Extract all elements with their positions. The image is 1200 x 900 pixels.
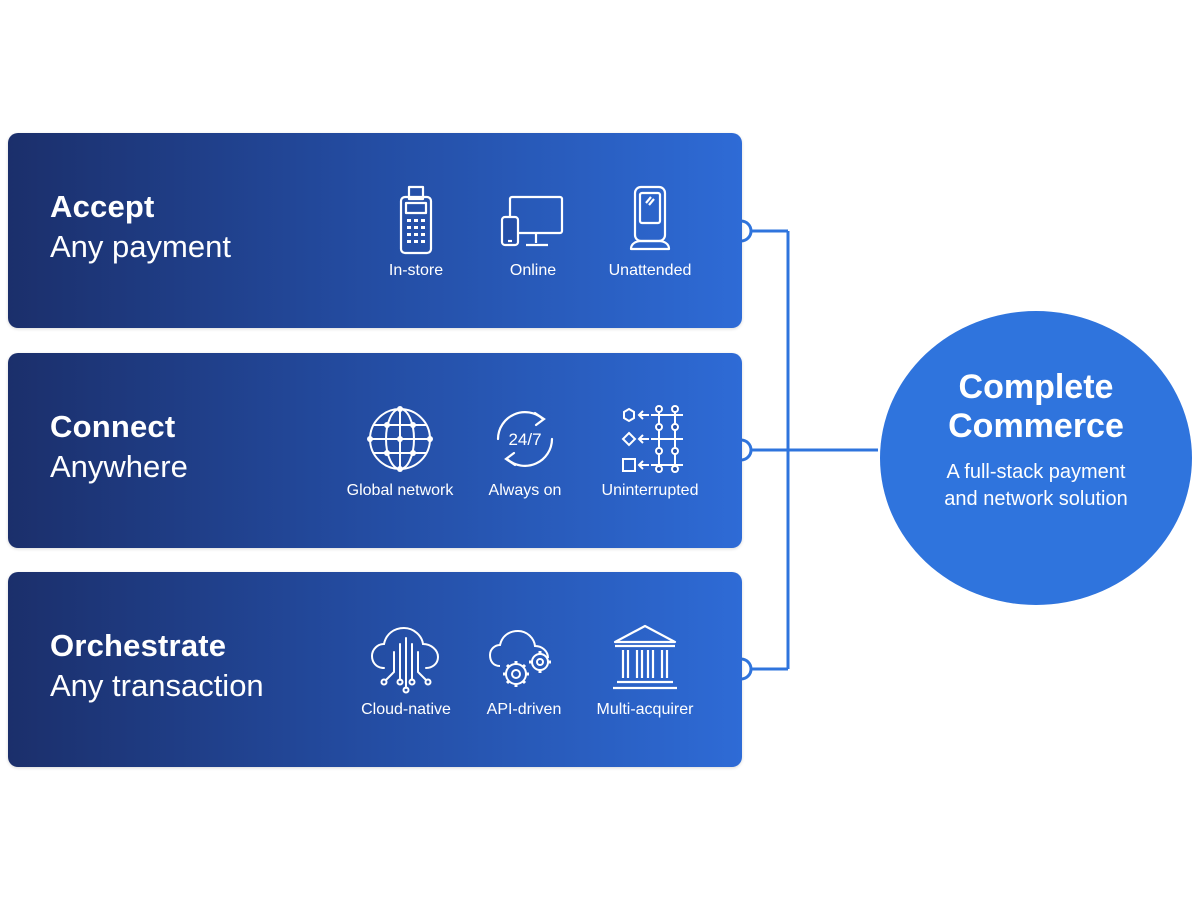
panel-title: Connect (50, 409, 176, 444)
feature-label: Cloud-native (361, 701, 451, 718)
hub-subtitle: A full-stack payment and network solutio… (880, 459, 1192, 513)
always-on-text: 24/7 (508, 430, 541, 449)
always-on-247-icon: 24/7 (496, 411, 554, 467)
panel-title: Orchestrate (50, 628, 227, 663)
bank-icon (613, 624, 677, 690)
cloud-circuit-icon (370, 626, 440, 694)
panel-subtitle: Anywhere (50, 449, 188, 484)
hub-title: Complete Commerce (880, 368, 1192, 446)
complete-commerce-hub: Complete Commerce A full-stack payment a… (880, 311, 1192, 605)
feature-label: Online (509, 262, 557, 279)
feature-label: Uninterrupted (601, 482, 699, 499)
feature-online: Online (463, 183, 603, 280)
panel-subtitle: Any transaction (50, 668, 264, 703)
hub-title-line2: Commerce (948, 407, 1124, 445)
pos-terminal-icon (399, 185, 433, 255)
feature-unattended: Unattended (580, 183, 720, 280)
panel-subtitle: Any payment (50, 229, 231, 264)
hub-title-line1: Complete (958, 368, 1114, 406)
feature-uninterrupted: Uninterrupted (580, 403, 720, 500)
feature-cloud-native: Cloud-native (336, 622, 476, 719)
feature-label: In-store (388, 262, 444, 279)
feature-label: Unattended (608, 262, 692, 279)
globe-network-icon (367, 406, 433, 472)
feature-api-driven: API-driven (454, 622, 594, 719)
feature-multi-acquirer: Multi-acquirer (575, 622, 715, 719)
panel-title: Accept (50, 189, 155, 224)
feature-label: Multi-acquirer (596, 701, 694, 718)
feature-global-network: Global network (330, 403, 470, 500)
panel-accept: Accept Any payment In-store Online (8, 133, 742, 328)
flow-chart-icon (621, 405, 683, 473)
hub-subtitle-line1: A full-stack payment (946, 461, 1126, 483)
feature-label: Always on (488, 482, 562, 499)
feature-label: API-driven (486, 701, 562, 718)
cloud-gears-icon (488, 629, 551, 687)
feature-always-on: 24/7 Always on (455, 403, 595, 500)
panel-connect: Connect Anywhere Global network 24/7 (8, 353, 742, 548)
feature-in-store: In-store (346, 183, 486, 280)
feature-label: Global network (346, 482, 454, 499)
kiosk-icon (629, 185, 671, 251)
devices-icon (500, 195, 564, 247)
connector-path (742, 229, 878, 671)
panel-orchestrate: Orchestrate Any transaction Cloud-native (8, 572, 742, 767)
hub-subtitle-line2: and network solution (944, 488, 1128, 510)
